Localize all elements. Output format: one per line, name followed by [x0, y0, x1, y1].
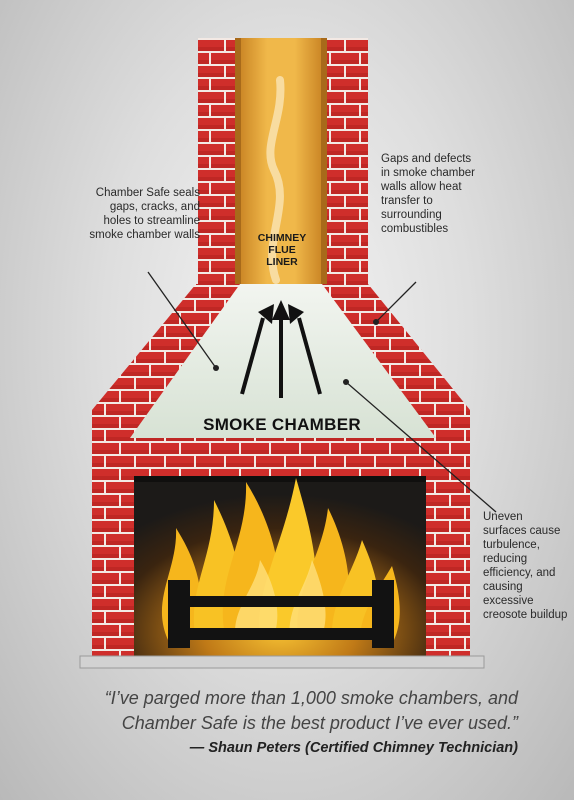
- flue-liner-edge-left: [235, 38, 241, 284]
- flue-label-line-3: LINER: [266, 256, 298, 268]
- leader-dot-left: [213, 365, 219, 371]
- quote-attribution: — Shaun Peters (Certified Chimney Techni…: [189, 740, 518, 756]
- callout-uneven-surfaces: Uneven surfaces cause turbulence, reduci…: [483, 511, 568, 621]
- leader-line-right-top: [375, 281, 417, 323]
- hearth: [79, 655, 485, 669]
- quote-line-2: Chamber Safe is the best product I’ve ev…: [121, 713, 518, 733]
- leader-dot-right-bottom: [343, 379, 349, 385]
- leader-line-right-bottom: [345, 381, 497, 513]
- smoke-wisp: [266, 76, 285, 284]
- flue-label-line-2: FLUE: [268, 244, 296, 256]
- quote-line-1: “I’ve parged more than 1,000 smoke chamb…: [104, 688, 518, 708]
- flue-label-line-1: CHIMNEY: [257, 232, 307, 244]
- updraft-arrows: [240, 300, 322, 398]
- flue-liner-edge-right: [321, 38, 327, 284]
- leader-dot-right-top: [373, 319, 379, 325]
- callout-gaps-defects: Gaps and defects in smoke chamber walls …: [381, 153, 475, 235]
- flue-liner-label: CHIMNEY FLUE LINER: [240, 232, 324, 268]
- callout-chamber-safe: Chamber Safe seals gaps, cracks, and hol…: [89, 187, 200, 241]
- testimonial-quote: “I’ve parged more than 1,000 smoke chamb…: [20, 686, 518, 736]
- firebox-lintel: [134, 476, 426, 482]
- leader-line-left: [147, 271, 217, 369]
- fire-grate: [168, 580, 394, 648]
- smoke-chamber-label: SMOKE CHAMBER: [203, 415, 361, 434]
